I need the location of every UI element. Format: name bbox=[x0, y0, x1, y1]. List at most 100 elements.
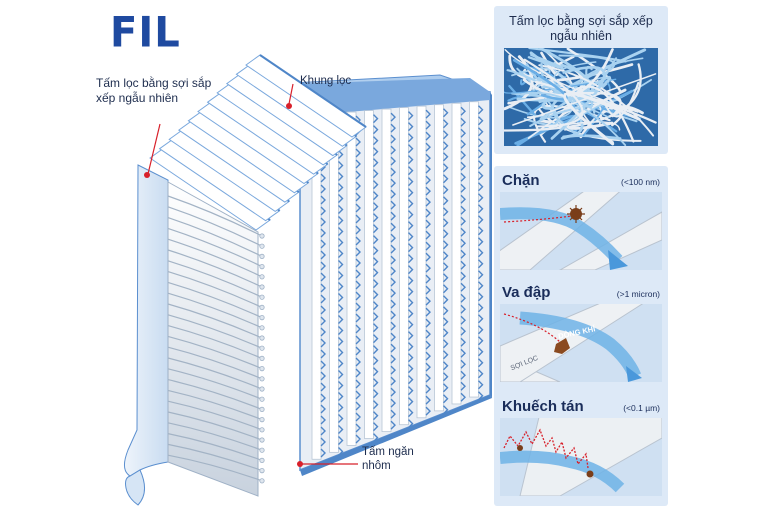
pleat-fold bbox=[167, 303, 263, 339]
mechanism-size: (<100 nm) bbox=[621, 177, 660, 187]
fiber-strand bbox=[504, 78, 617, 94]
pleat-tip bbox=[259, 233, 265, 239]
mechanism-title: Chặn bbox=[502, 172, 540, 189]
fiber-strand bbox=[538, 64, 655, 137]
mechanism-title: Khuếch tán bbox=[502, 398, 584, 415]
pleat-tip bbox=[259, 457, 265, 463]
pleat-fold bbox=[167, 217, 263, 257]
pleat-wave bbox=[460, 106, 466, 402]
pleat-fold bbox=[167, 271, 263, 308]
pleat-wave bbox=[478, 105, 484, 401]
fiber-strand bbox=[563, 91, 641, 146]
pleat-tip bbox=[259, 416, 265, 423]
pleat-column bbox=[469, 101, 479, 398]
media-marker bbox=[144, 123, 161, 178]
fiber-strand bbox=[504, 55, 534, 111]
pleat-fold bbox=[167, 227, 263, 268]
pleat-fold bbox=[167, 206, 263, 247]
pleat-fold bbox=[167, 281, 263, 319]
pleat-column bbox=[329, 113, 339, 453]
pleat-fold bbox=[167, 411, 263, 441]
pleat-fold bbox=[167, 238, 263, 278]
pleat-tip bbox=[259, 253, 265, 259]
mechanism-impaction: Va đập (>1 micron) DÒNG KHÍ SỢI LỌC bbox=[494, 278, 668, 386]
pleat-plates bbox=[149, 54, 367, 231]
pleat-tip bbox=[259, 386, 265, 392]
media-sheet bbox=[124, 164, 169, 506]
pleat-wave bbox=[425, 109, 431, 416]
fiber-strand bbox=[550, 65, 606, 140]
pleat-column bbox=[434, 104, 444, 412]
pleat-tip bbox=[259, 304, 265, 310]
pleat-column bbox=[381, 108, 392, 433]
pleat-wave bbox=[355, 115, 361, 444]
pleat-tip bbox=[259, 355, 265, 361]
pleat-tip bbox=[259, 406, 265, 412]
pleat-column bbox=[416, 105, 427, 419]
pleat-fold bbox=[167, 357, 263, 390]
pleat-tip bbox=[259, 274, 265, 280]
brand-logo: FIL bbox=[110, 8, 181, 58]
fiber-strand bbox=[604, 81, 640, 118]
pleat-fold bbox=[167, 433, 263, 461]
fiber-closeup bbox=[504, 48, 658, 146]
pleat-column bbox=[451, 102, 462, 405]
pleat-wave bbox=[408, 111, 414, 429]
pleat-fold bbox=[167, 346, 263, 380]
media-label: Tấm lọc bằng sợi sắp xếp ngẫu nhiên bbox=[96, 76, 212, 105]
impaction-diagram bbox=[500, 304, 662, 382]
frame-marker bbox=[286, 83, 294, 109]
pleat-tip bbox=[259, 314, 265, 321]
pleat-tip bbox=[259, 447, 265, 453]
mechanism-title: Va đập bbox=[502, 284, 551, 301]
fiber-strand bbox=[508, 84, 535, 116]
pleat-column bbox=[364, 110, 374, 439]
interception-diagram bbox=[500, 192, 662, 270]
fiber-strand bbox=[523, 58, 584, 128]
pleat-columns bbox=[311, 101, 484, 460]
separator-label: Tấm ngăn nhôm bbox=[362, 446, 414, 472]
diffusion-diagram bbox=[500, 418, 662, 496]
pleat-fold bbox=[167, 314, 263, 349]
pleat-fold bbox=[167, 454, 263, 482]
fiber-strand bbox=[565, 85, 635, 143]
mechanism-interception: Chặn (<100 nm) bbox=[494, 166, 668, 274]
fiber-strand bbox=[516, 48, 594, 102]
pleat-tip bbox=[259, 365, 265, 372]
pleat-fold bbox=[167, 249, 263, 288]
plate-edge bbox=[259, 54, 367, 128]
pleat-tip bbox=[259, 325, 265, 331]
pleat-column bbox=[346, 111, 357, 446]
pleat-fold bbox=[167, 400, 263, 431]
pleat-tip bbox=[259, 427, 265, 433]
mechanisms-panel: Chặn (<100 nm) Va đập (>1 micron) bbox=[494, 166, 668, 506]
mechanism-size: (>1 micron) bbox=[616, 289, 660, 299]
pleated-media bbox=[167, 181, 265, 497]
pleat-tip bbox=[259, 284, 265, 290]
pleat-fold bbox=[167, 422, 263, 451]
pleat-fold bbox=[167, 195, 263, 237]
fiber-strand bbox=[512, 73, 657, 126]
pleat-fold bbox=[167, 325, 263, 359]
pleat-tip bbox=[259, 335, 265, 341]
frame-label: Khung lọc bbox=[300, 75, 352, 87]
pleat-tip bbox=[259, 294, 265, 300]
fiber-detail-title: Tấm lọc bằng sợi sắp xếp ngẫu nhiên bbox=[509, 14, 653, 43]
pleat-tip bbox=[259, 263, 265, 270]
pleat-fold bbox=[167, 368, 263, 400]
pleat-fold bbox=[167, 292, 263, 329]
pleat-fold bbox=[167, 335, 263, 370]
pleat-wave bbox=[443, 108, 449, 415]
pleat-column bbox=[399, 107, 409, 426]
pleat-tip bbox=[259, 467, 265, 474]
mechanism-diffusion: Khuếch tán (<0.1 µm) bbox=[494, 392, 668, 500]
pleat-fold bbox=[167, 379, 263, 410]
mechanism-size: (<0.1 µm) bbox=[623, 403, 660, 413]
pleat-tip bbox=[259, 345, 265, 351]
pleat-fold bbox=[167, 389, 263, 421]
pleat-tip bbox=[259, 376, 265, 382]
pleat-tip bbox=[259, 478, 265, 484]
pleat-fold bbox=[167, 443, 263, 472]
fiber-strand bbox=[520, 92, 627, 146]
